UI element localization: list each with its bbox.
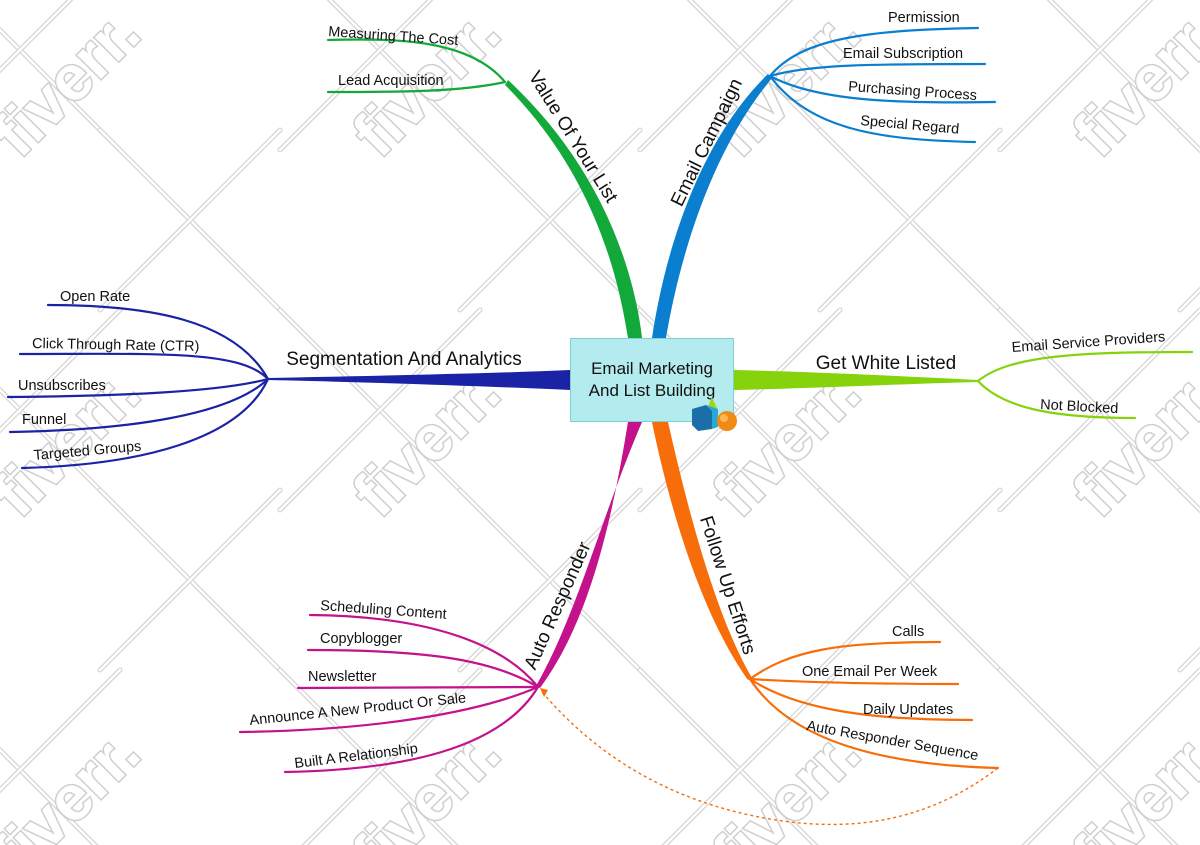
branch-segmentation-and-analytics[interactable] bbox=[6, 303, 570, 470]
subtopic-connector bbox=[238, 685, 540, 734]
watermark-x: fiverr. bbox=[997, 0, 1200, 313]
subtopic-connector bbox=[976, 379, 1137, 420]
watermark-x: fiverr. bbox=[997, 307, 1200, 673]
subtopic-label[interactable]: Unsubscribes bbox=[18, 378, 106, 394]
subtopic-label[interactable]: Click Through Rate (CTR) bbox=[32, 336, 200, 355]
branch-get-white-listed[interactable] bbox=[734, 350, 1194, 420]
subtopic-label[interactable]: Open Rate bbox=[60, 289, 130, 305]
subtopic-connector bbox=[748, 677, 960, 686]
subtopic-label[interactable]: Daily Updates bbox=[863, 702, 953, 718]
watermark-x: fiverr. bbox=[0, 0, 283, 313]
branch-connector bbox=[268, 370, 570, 390]
central-topic-line2: And List Building bbox=[588, 381, 716, 400]
watermark-text: fiverr. bbox=[339, 716, 513, 845]
subtopic-label[interactable]: Lead Acquisition bbox=[338, 73, 444, 89]
subtopic-connector bbox=[768, 62, 987, 78]
watermark-x: fiverr. bbox=[0, 667, 155, 845]
subtopic-connector bbox=[283, 685, 540, 774]
branch-label[interactable]: Segmentation And Analytics bbox=[286, 349, 522, 370]
branch-auto-responder[interactable] bbox=[238, 422, 642, 774]
watermark-text: fiverr. bbox=[0, 716, 153, 845]
branch-connector bbox=[734, 370, 978, 390]
branch-connector bbox=[652, 74, 772, 338]
subtopic-connector bbox=[306, 648, 540, 689]
subtopic-connector bbox=[748, 677, 1000, 770]
relationship-arrow[interactable] bbox=[540, 688, 999, 826]
subtopic-label[interactable]: Funnel bbox=[22, 412, 66, 428]
arrowhead-icon bbox=[540, 688, 548, 697]
subtopic-connector bbox=[20, 377, 270, 470]
subtopic-label[interactable]: Email Subscription bbox=[843, 46, 963, 62]
subtopic-label[interactable]: Not Blocked bbox=[1040, 397, 1119, 417]
subtopic-connector bbox=[8, 377, 270, 434]
watermark-text: fiverr. bbox=[0, 0, 153, 170]
branch-connector bbox=[505, 80, 642, 338]
branch-follow-up-efforts[interactable] bbox=[652, 422, 1000, 770]
subtopic-connector bbox=[748, 677, 974, 722]
subtopic-connector bbox=[6, 377, 270, 399]
subtopic-label[interactable]: Announce A New Product Or Sale bbox=[249, 690, 467, 729]
branch-connector bbox=[652, 422, 752, 680]
subtopic-label[interactable]: One Email Per Week bbox=[802, 664, 938, 680]
subtopic-label[interactable]: Calls bbox=[892, 624, 924, 640]
branch-label[interactable]: Get White Listed bbox=[816, 353, 956, 374]
connector-layer bbox=[6, 26, 1194, 826]
subtopic-connector bbox=[18, 352, 270, 381]
subtopic-connector bbox=[748, 640, 942, 681]
subtopic-connector bbox=[46, 303, 270, 381]
branch-value-of-your-list[interactable] bbox=[326, 38, 642, 338]
subtopic-connector bbox=[976, 350, 1194, 383]
subtopic-connector bbox=[326, 38, 507, 84]
branch-label[interactable]: Value Of Your List bbox=[524, 68, 622, 208]
watermark-text: fiverr. bbox=[1059, 0, 1200, 170]
subtopic-connector bbox=[768, 74, 977, 144]
subtopic-label[interactable]: Copyblogger bbox=[320, 631, 402, 647]
subtopic-connector bbox=[768, 74, 997, 104]
central-topic-line1: Email Marketing bbox=[591, 359, 713, 378]
watermark-text: fiverr. bbox=[1059, 716, 1200, 845]
subtopic-connector bbox=[326, 80, 507, 94]
subtopic-label[interactable]: Permission bbox=[888, 10, 960, 26]
watermark-x: fiverr. bbox=[997, 667, 1200, 845]
subtopic-label[interactable]: Newsletter bbox=[308, 669, 377, 685]
branch-email-campaign[interactable] bbox=[652, 26, 997, 338]
subtopic-connector bbox=[296, 685, 540, 690]
subtopic-connector bbox=[768, 26, 980, 78]
subtopic-connector bbox=[308, 613, 540, 689]
cube-sphere-icon bbox=[692, 397, 737, 431]
dashed-relationship-line bbox=[541, 691, 999, 826]
